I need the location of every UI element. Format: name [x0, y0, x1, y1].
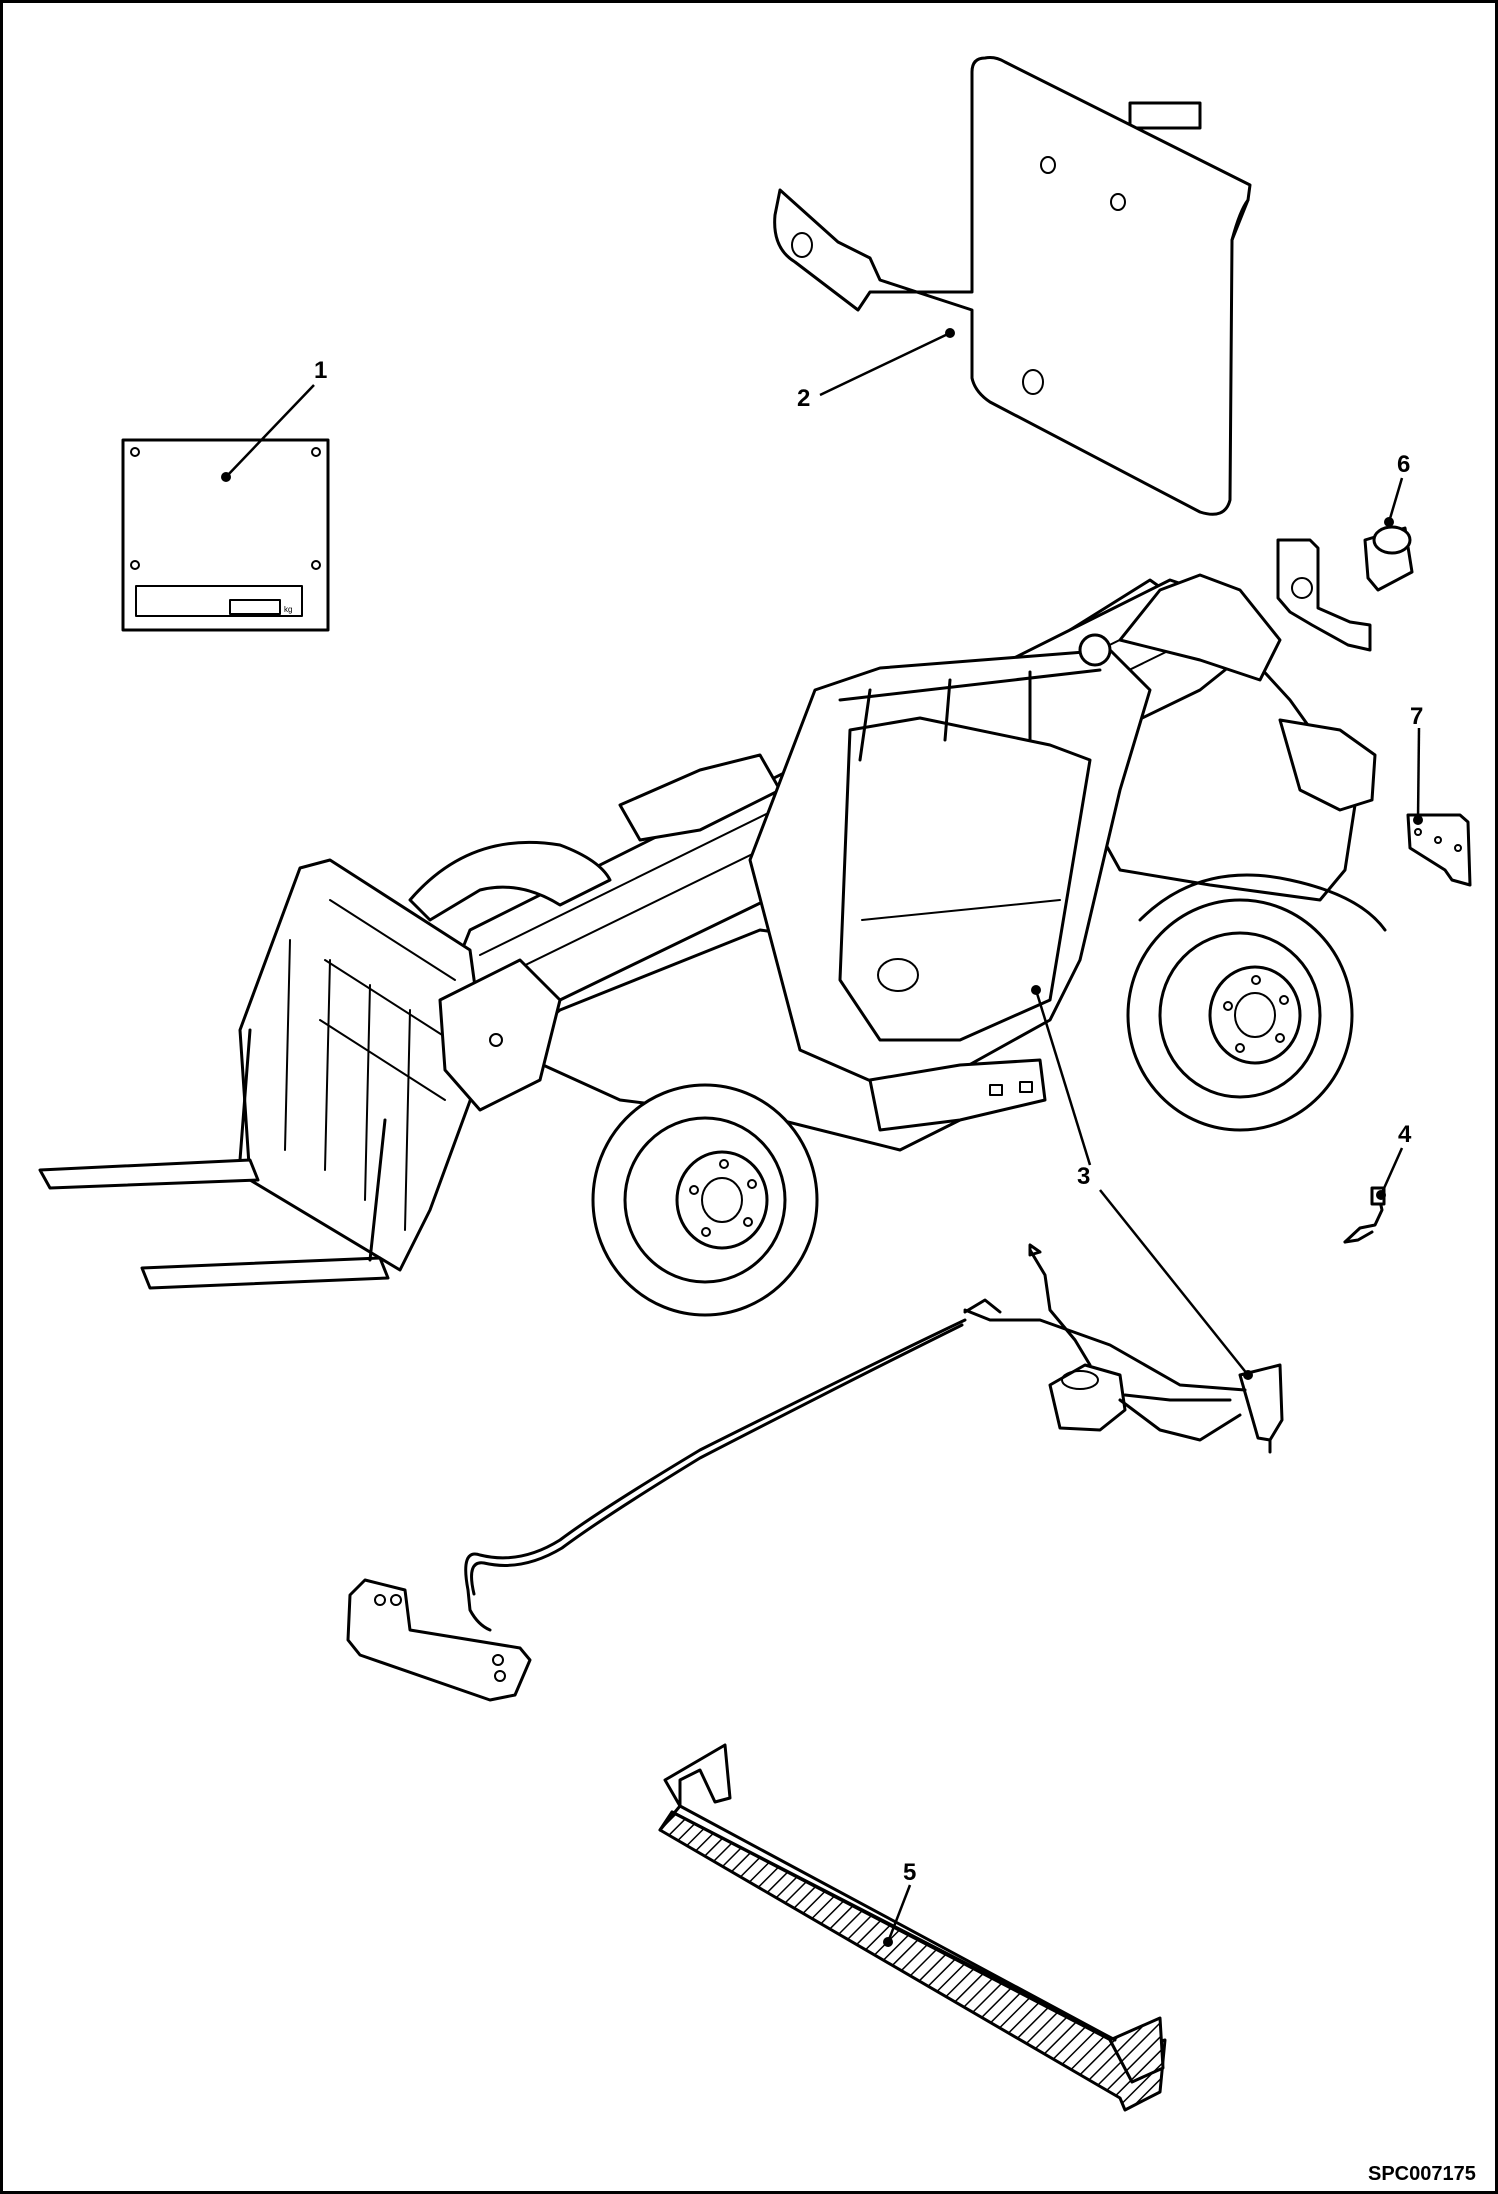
- callout-7: 7: [1410, 703, 1423, 730]
- part-2-mounting-bracket: [773, 56, 1252, 516]
- telehandler-machine: [38, 573, 1387, 1317]
- part-6-beacon-bracket: [1276, 477, 1414, 652]
- part-5-hatched-bumper-bar: [658, 1743, 1167, 2112]
- callout-6: 6: [1397, 451, 1410, 478]
- plate-unit: kg: [284, 605, 292, 614]
- callout-5: 5: [903, 1859, 916, 1886]
- part-7-mount-bracket: [1406, 727, 1472, 887]
- callout-4: 4: [1398, 1121, 1412, 1148]
- reference-code: SPC007175: [1368, 2163, 1476, 2185]
- part-3-camera-harness: [346, 1189, 1284, 1702]
- part-1-decal-plate: kg: [121, 384, 330, 632]
- part-4-small-harness: [1343, 1147, 1404, 1244]
- callout-3: 3: [1077, 1163, 1090, 1190]
- callout-2: 2: [797, 385, 810, 412]
- callout-1: 1: [314, 357, 327, 384]
